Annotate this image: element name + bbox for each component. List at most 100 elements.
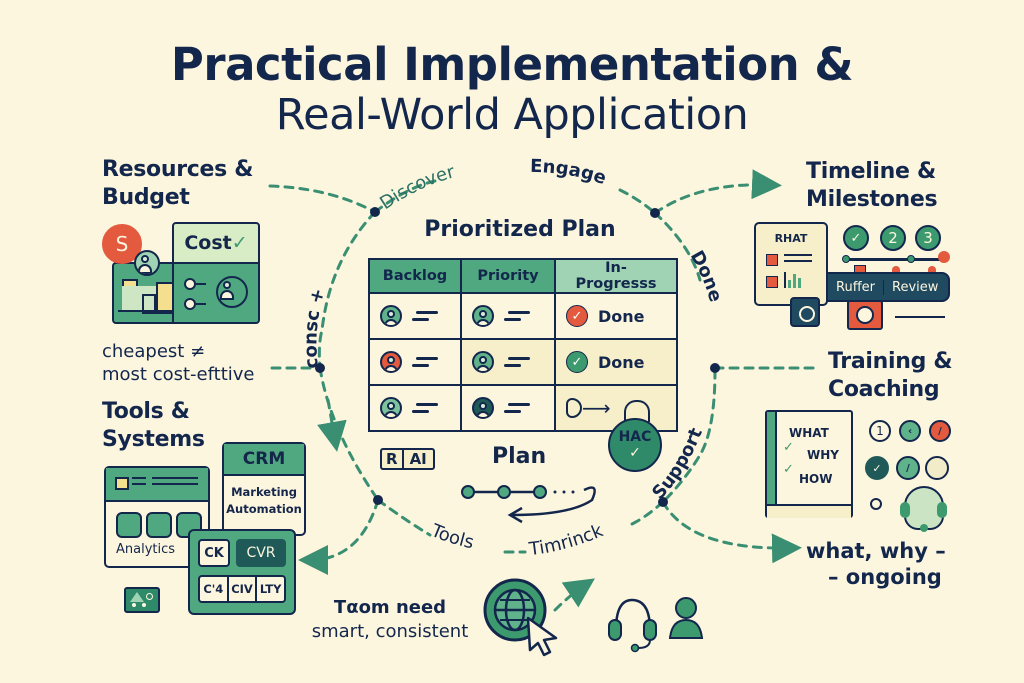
hac-badge: HAC ✓: [608, 418, 662, 472]
metric-cvr: CVR: [236, 539, 286, 567]
map-dot: [142, 603, 146, 607]
check-circle-icon: ✓: [566, 305, 588, 327]
team-note: Tαom need smart, consistent: [300, 596, 480, 644]
progress-step-2: ‹: [899, 420, 921, 442]
text-lines-icon: [412, 357, 438, 367]
training-note-line2: – ongoing: [828, 565, 942, 589]
resources-heading-line2: Budget: [102, 185, 190, 210]
hac-label: HAC: [618, 429, 652, 445]
milestone-2: 2: [880, 225, 906, 251]
resources-heading-line1: Resources &: [102, 157, 254, 182]
stop-button-icon: [790, 297, 820, 327]
list-bullet-icon: [184, 298, 196, 310]
lock-shackle: [624, 400, 650, 422]
window-icon: [115, 477, 129, 490]
phase-ruffer: Ruffer: [828, 279, 884, 295]
resources-heading: Resources & Budget: [102, 156, 253, 212]
training-note: what, why – – ongoing: [806, 538, 946, 590]
ring-label-discover: Discover: [376, 161, 457, 214]
milestone-3: 3: [915, 225, 941, 251]
tools-heading-line2: Systems: [102, 427, 205, 452]
book-line-how: HOW: [799, 472, 833, 486]
check-icon: ✓: [783, 440, 794, 455]
status-label: Done: [598, 352, 645, 372]
record-ring: [856, 306, 874, 324]
team-panel: [172, 262, 260, 324]
track-end-node: [938, 251, 950, 263]
checkbox-icon: [766, 276, 778, 288]
cost-note-line2: most cost-efttive: [102, 364, 255, 385]
training-heading-line2: Coaching: [828, 377, 940, 402]
chart-bar: [142, 294, 156, 314]
user-avatar-icon: [472, 397, 494, 419]
crm-card[interactable]: CRM Marketing Automation: [222, 442, 306, 536]
ring-segment: [373, 178, 442, 214]
progress-done-check: ✓: [865, 456, 889, 480]
svg-text:Engage: Engage: [530, 156, 609, 189]
page-title: Practical Implementation &: [170, 38, 854, 91]
mini-bar-chart-icon: [784, 272, 801, 288]
user-avatar-icon: [134, 250, 160, 276]
training-note-line1: what, why –: [806, 539, 946, 563]
timeline-phase-bar[interactable]: Ruffer Review: [826, 272, 950, 302]
progress-step-1: 1: [869, 420, 891, 442]
tools-heading: Tools & Systems: [102, 398, 205, 454]
table-row[interactable]: ✓ Done: [368, 292, 678, 340]
column-priority[interactable]: Priority: [460, 258, 556, 294]
column-backlog[interactable]: Backlog: [368, 258, 462, 294]
team-note-line1: Tαom need: [333, 597, 447, 618]
metrics-card[interactable]: CK CVR C'4 CIV LTY: [188, 529, 296, 615]
table-row[interactable]: ✓Done: [368, 338, 678, 386]
metric-ck: CK: [198, 539, 230, 567]
stop-ring: [799, 306, 815, 322]
book-line-what: WHAT: [789, 426, 829, 440]
analytics-toolbar: [106, 468, 208, 502]
table-row[interactable]: ⟶: [368, 384, 678, 432]
map-dot: [132, 603, 136, 607]
plan-title: Prioritized Plan: [424, 217, 616, 242]
timeline-heading: Timeline & Milestones: [806, 158, 938, 214]
budget-illustration: Cost✓ S: [102, 222, 260, 324]
team-note-line2: smart, consistent: [311, 621, 469, 642]
track-node: [907, 255, 915, 263]
metric-lty: LTY: [259, 582, 282, 596]
book-line-why: WHY: [807, 448, 839, 462]
metrics-row: C'4 CIV LTY: [198, 575, 286, 603]
check-icon: ✓: [231, 232, 248, 254]
user-avatar-icon: [380, 305, 402, 327]
ring-label-done: Done: [686, 247, 726, 304]
raci-tag: R AI: [380, 448, 435, 470]
milestone-1-check: ✓: [843, 225, 869, 251]
analytics-card[interactable]: Analytics: [104, 466, 210, 568]
svg-text:Discover: Discover: [376, 161, 457, 214]
check-icon: ✓: [783, 462, 794, 477]
training-heading-line1: Training &: [828, 349, 953, 374]
timeline-heading-line1: Timeline &: [806, 159, 936, 184]
phase-review: Review: [892, 279, 939, 295]
training-heading: Training & Coaching: [828, 348, 953, 404]
progress-step-active: /: [896, 456, 920, 480]
ring-label-tools: Tools: [427, 520, 476, 553]
status-label: Done: [598, 306, 645, 326]
cost-label: Cost: [184, 232, 232, 254]
map-dot: [146, 593, 153, 600]
list-line: [196, 303, 206, 305]
text-lines-icon: [504, 311, 530, 321]
analytics-tile: [116, 512, 142, 538]
tools-heading-line1: Tools &: [102, 399, 190, 424]
metric-civ: CIV: [229, 577, 258, 601]
raci-ai: AI: [409, 450, 427, 468]
map-thumbnail-icon: [124, 587, 160, 613]
user-avatar-icon: [472, 351, 494, 373]
marketing-automation-label: Marketing Automation: [224, 484, 304, 518]
handoff-shape: [566, 398, 582, 418]
metric-c4: C'4: [200, 577, 229, 601]
mic: [920, 524, 928, 532]
marketing-line2: Automation: [226, 502, 302, 516]
handoff-arrow-icon: ⟶: [566, 396, 666, 420]
training-book-icon: WHAT ✓ WHY ✓ HOW: [765, 410, 853, 518]
plan-label: Plan: [492, 444, 547, 469]
map-triangle: [130, 592, 144, 602]
cost-label-box: Cost✓: [172, 222, 260, 264]
column-in-progress[interactable]: In-Progresss: [554, 258, 678, 294]
